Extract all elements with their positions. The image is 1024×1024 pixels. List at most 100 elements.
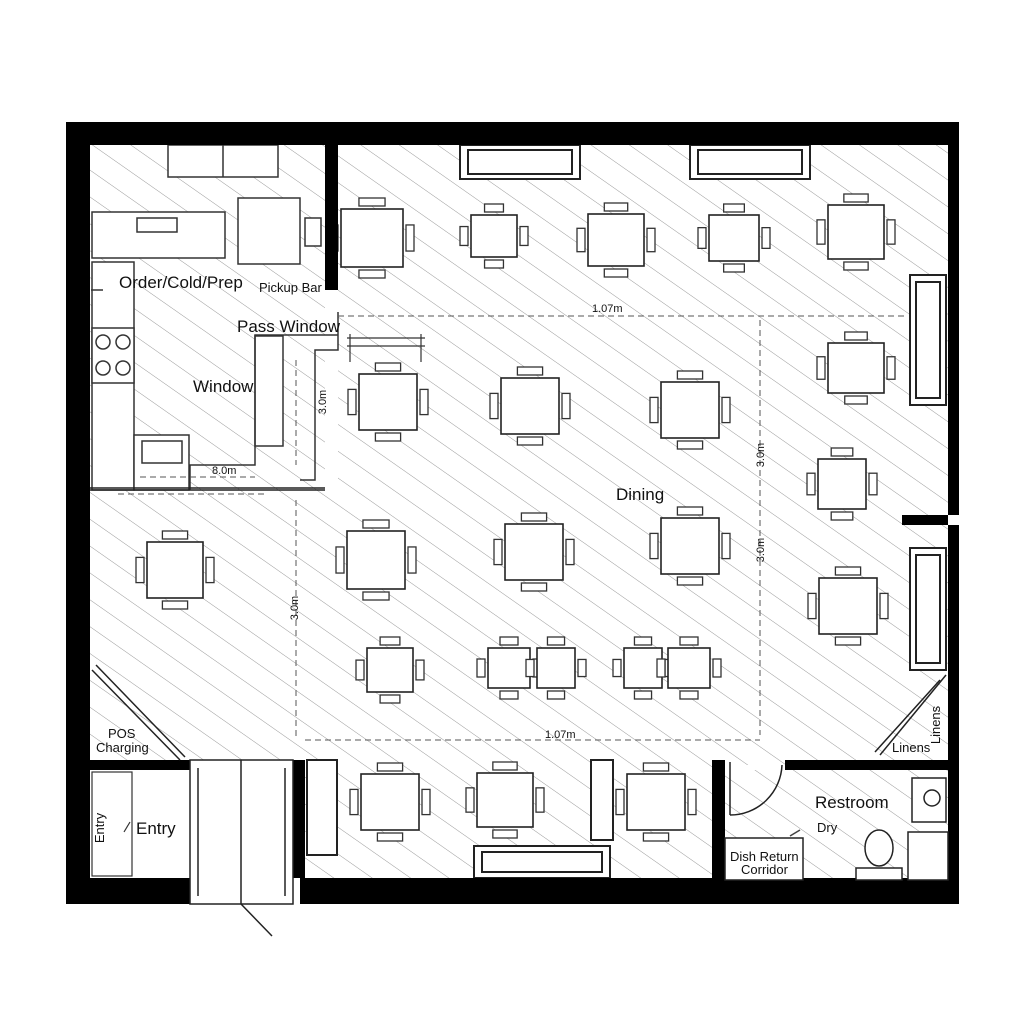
table-group [135, 530, 215, 610]
table-group [615, 762, 697, 842]
wall-entry-top [90, 760, 190, 770]
chair [376, 762, 404, 772]
table-group [329, 197, 415, 279]
chair [649, 396, 659, 424]
entry-vestibule [91, 771, 133, 877]
chair [493, 538, 503, 566]
table-group [347, 362, 429, 442]
chair [712, 658, 722, 678]
table [346, 530, 406, 590]
table-group [465, 761, 545, 839]
table-group [525, 636, 587, 700]
table [360, 773, 420, 831]
chair [374, 362, 402, 372]
table-group [459, 203, 529, 269]
entry-side-label: Entry [92, 812, 107, 843]
table-group [656, 636, 722, 700]
table-group [335, 519, 417, 601]
chair [349, 788, 359, 816]
corridor-label: Corridor [741, 862, 789, 877]
table-group [816, 193, 896, 271]
chair [415, 659, 425, 681]
dim-bottom: 1.07m [545, 729, 576, 741]
chair [419, 388, 429, 416]
chair [816, 356, 826, 380]
chair [465, 787, 475, 813]
chair [830, 511, 854, 521]
dim-kitchen-width: 8.0m [212, 465, 236, 477]
kitchen-fixtures [91, 144, 322, 491]
window-label: Window [193, 377, 254, 396]
side-cabinet-2 [590, 759, 614, 841]
table-group [807, 566, 889, 646]
chair [642, 762, 670, 772]
table-group [576, 202, 656, 278]
linens-diagonal-wall [879, 674, 947, 756]
table [504, 523, 564, 581]
dimension-labels: 1.07m 1.07m 8.0m 3.0m 3.0m 3.0m 3.0m [212, 303, 767, 741]
charging-label: Charging [96, 740, 149, 755]
walls [66, 122, 959, 904]
dry-label: Dry [817, 820, 838, 835]
kitchen-label: Order/Cold/Prep [119, 273, 243, 292]
chair [499, 690, 519, 700]
pass-window-counter [189, 312, 339, 490]
pass-window-label: Pass Window [237, 317, 341, 336]
table-group [489, 366, 571, 446]
chair [374, 432, 402, 442]
wall-bottom-left [66, 878, 190, 904]
restroom-label: Restroom [815, 793, 889, 812]
dish-return-box [724, 837, 804, 881]
table [818, 577, 878, 635]
table [358, 373, 418, 431]
chair [806, 472, 816, 496]
chair [721, 532, 731, 560]
chair [407, 546, 417, 574]
chair [886, 219, 896, 245]
chair [135, 556, 145, 584]
chair [649, 532, 659, 560]
chair [603, 268, 629, 278]
wall-left [66, 122, 90, 904]
burner [95, 334, 111, 350]
chair [603, 202, 629, 212]
pass-counter [254, 335, 284, 447]
chair [723, 203, 746, 213]
chair [519, 225, 529, 247]
entry-doors[interactable] [189, 759, 294, 937]
chair [576, 227, 586, 253]
table [487, 647, 531, 689]
chair [676, 506, 704, 516]
restroom-toilet [864, 829, 894, 867]
table-group [349, 762, 431, 842]
chair [492, 761, 518, 771]
linens-label: Linens [892, 740, 931, 755]
chair [615, 788, 625, 816]
chair [697, 226, 707, 249]
restroom-toilet-tank [855, 867, 903, 881]
chair [492, 829, 518, 839]
chair [844, 331, 868, 341]
chair [358, 197, 386, 207]
chair [161, 600, 189, 610]
chair [868, 472, 878, 496]
chair [679, 690, 699, 700]
dining-label: Dining [616, 485, 664, 504]
chair [721, 396, 731, 424]
chair [633, 690, 653, 700]
chair [483, 259, 505, 269]
chair [565, 538, 575, 566]
chair [476, 658, 486, 678]
wall-right-lower [948, 525, 959, 904]
dimension-lines [118, 315, 905, 741]
chair [358, 269, 386, 279]
wall-entry-right [293, 760, 305, 878]
chair [761, 226, 771, 249]
table [626, 773, 686, 831]
table [366, 647, 414, 693]
chair [516, 366, 544, 376]
chair [347, 388, 357, 416]
chair [516, 436, 544, 446]
chair [355, 659, 365, 681]
dining-tables [135, 193, 896, 842]
